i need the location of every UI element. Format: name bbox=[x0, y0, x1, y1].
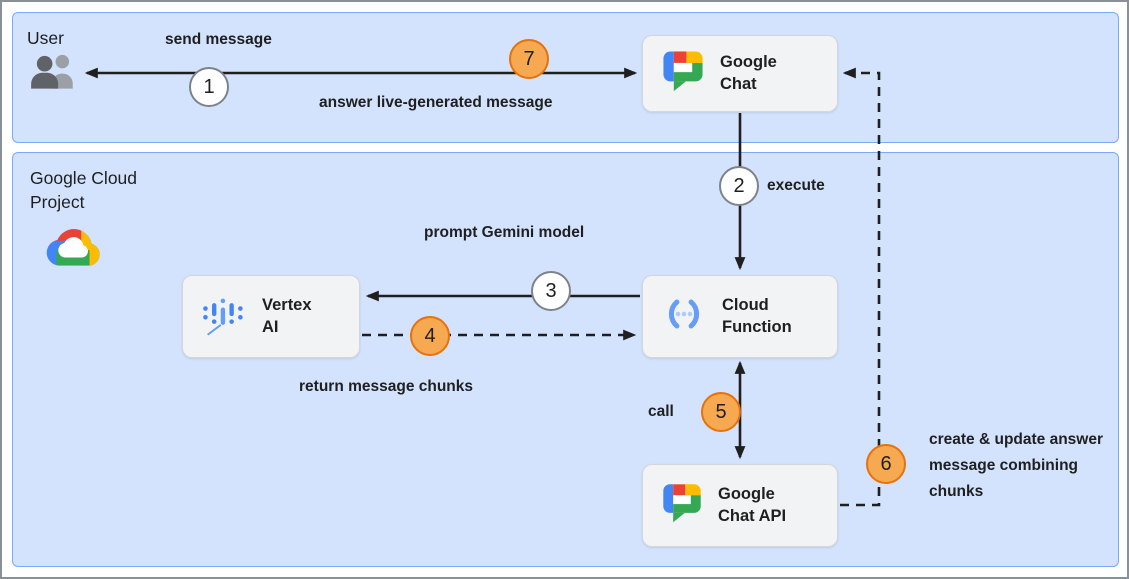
step-2: 2 bbox=[719, 166, 759, 206]
gcp-section bbox=[12, 152, 1119, 567]
cloud-functions-icon bbox=[660, 290, 708, 343]
edge-label-prompt: prompt Gemini model bbox=[424, 224, 585, 241]
step-4: 4 bbox=[410, 316, 450, 356]
node-google-chat-api: Google Chat API bbox=[642, 464, 838, 547]
step-5: 5 bbox=[701, 392, 741, 432]
edge-label-execute: execute bbox=[767, 177, 825, 194]
user-section-label: User bbox=[27, 28, 64, 48]
vertex-ai-icon bbox=[200, 290, 248, 343]
step-6: 6 bbox=[866, 444, 906, 484]
edge-label-create-update: create & update answer message combining… bbox=[929, 431, 1104, 500]
step-3: 3 bbox=[531, 271, 571, 311]
node-vertex-ai: Vertex AI bbox=[182, 275, 360, 358]
gcp-section-label: Google Cloud Project bbox=[30, 168, 138, 212]
edge-label-return-chunks: return message chunks bbox=[299, 378, 474, 395]
step-7: 7 bbox=[509, 39, 549, 79]
google-chat-api-icon bbox=[660, 481, 704, 530]
user-icon bbox=[28, 51, 80, 96]
node-google-chat-api-label: Google Chat API bbox=[718, 485, 787, 525]
node-cloud-function: Cloud Function bbox=[642, 275, 838, 358]
edge-label-send-message: send message bbox=[165, 31, 272, 48]
google-cloud-logo bbox=[42, 223, 104, 276]
edge-label-answer: answer live-generated message bbox=[319, 94, 553, 111]
step-1: 1 bbox=[189, 67, 229, 107]
edge-label-call: call bbox=[648, 403, 674, 420]
edge-create-update bbox=[840, 67, 881, 507]
node-vertex-ai-label: Vertex AI bbox=[262, 296, 312, 336]
google-chat-icon bbox=[660, 48, 706, 99]
node-google-chat: Google Chat bbox=[642, 35, 838, 112]
node-google-chat-label: Google Chat bbox=[720, 53, 777, 93]
node-cloud-function-label: Cloud Function bbox=[722, 296, 792, 336]
